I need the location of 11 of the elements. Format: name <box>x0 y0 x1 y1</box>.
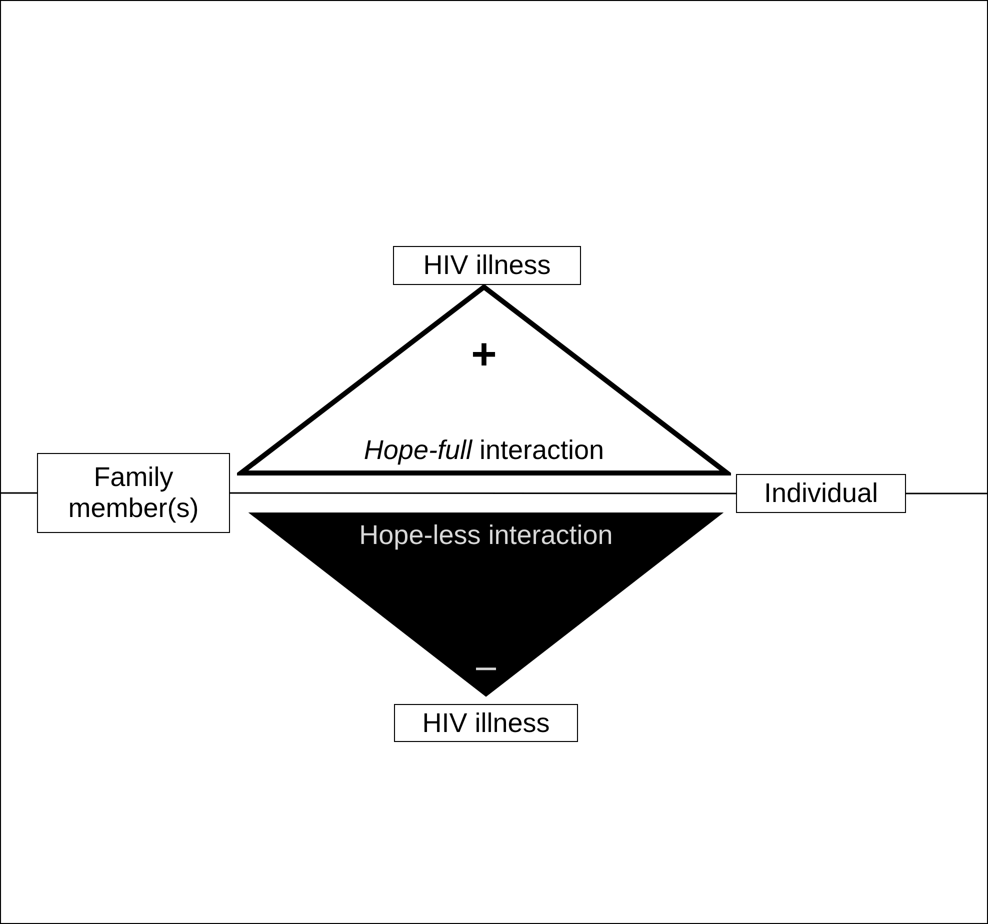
minus-sign: – <box>474 646 498 686</box>
triangle-label: Hope-full interaction <box>362 435 606 466</box>
connector-line <box>906 492 987 494</box>
label-box: Family member(s) <box>37 453 230 533</box>
label-box: HIV illness <box>393 246 581 285</box>
connector-line <box>230 492 736 494</box>
label-box: Individual <box>736 474 906 513</box>
connector-line <box>1 492 37 494</box>
label-box: HIV illness <box>394 704 578 742</box>
plus-sign: + <box>470 333 498 377</box>
triangle-label: Hope-less interaction <box>358 520 614 551</box>
